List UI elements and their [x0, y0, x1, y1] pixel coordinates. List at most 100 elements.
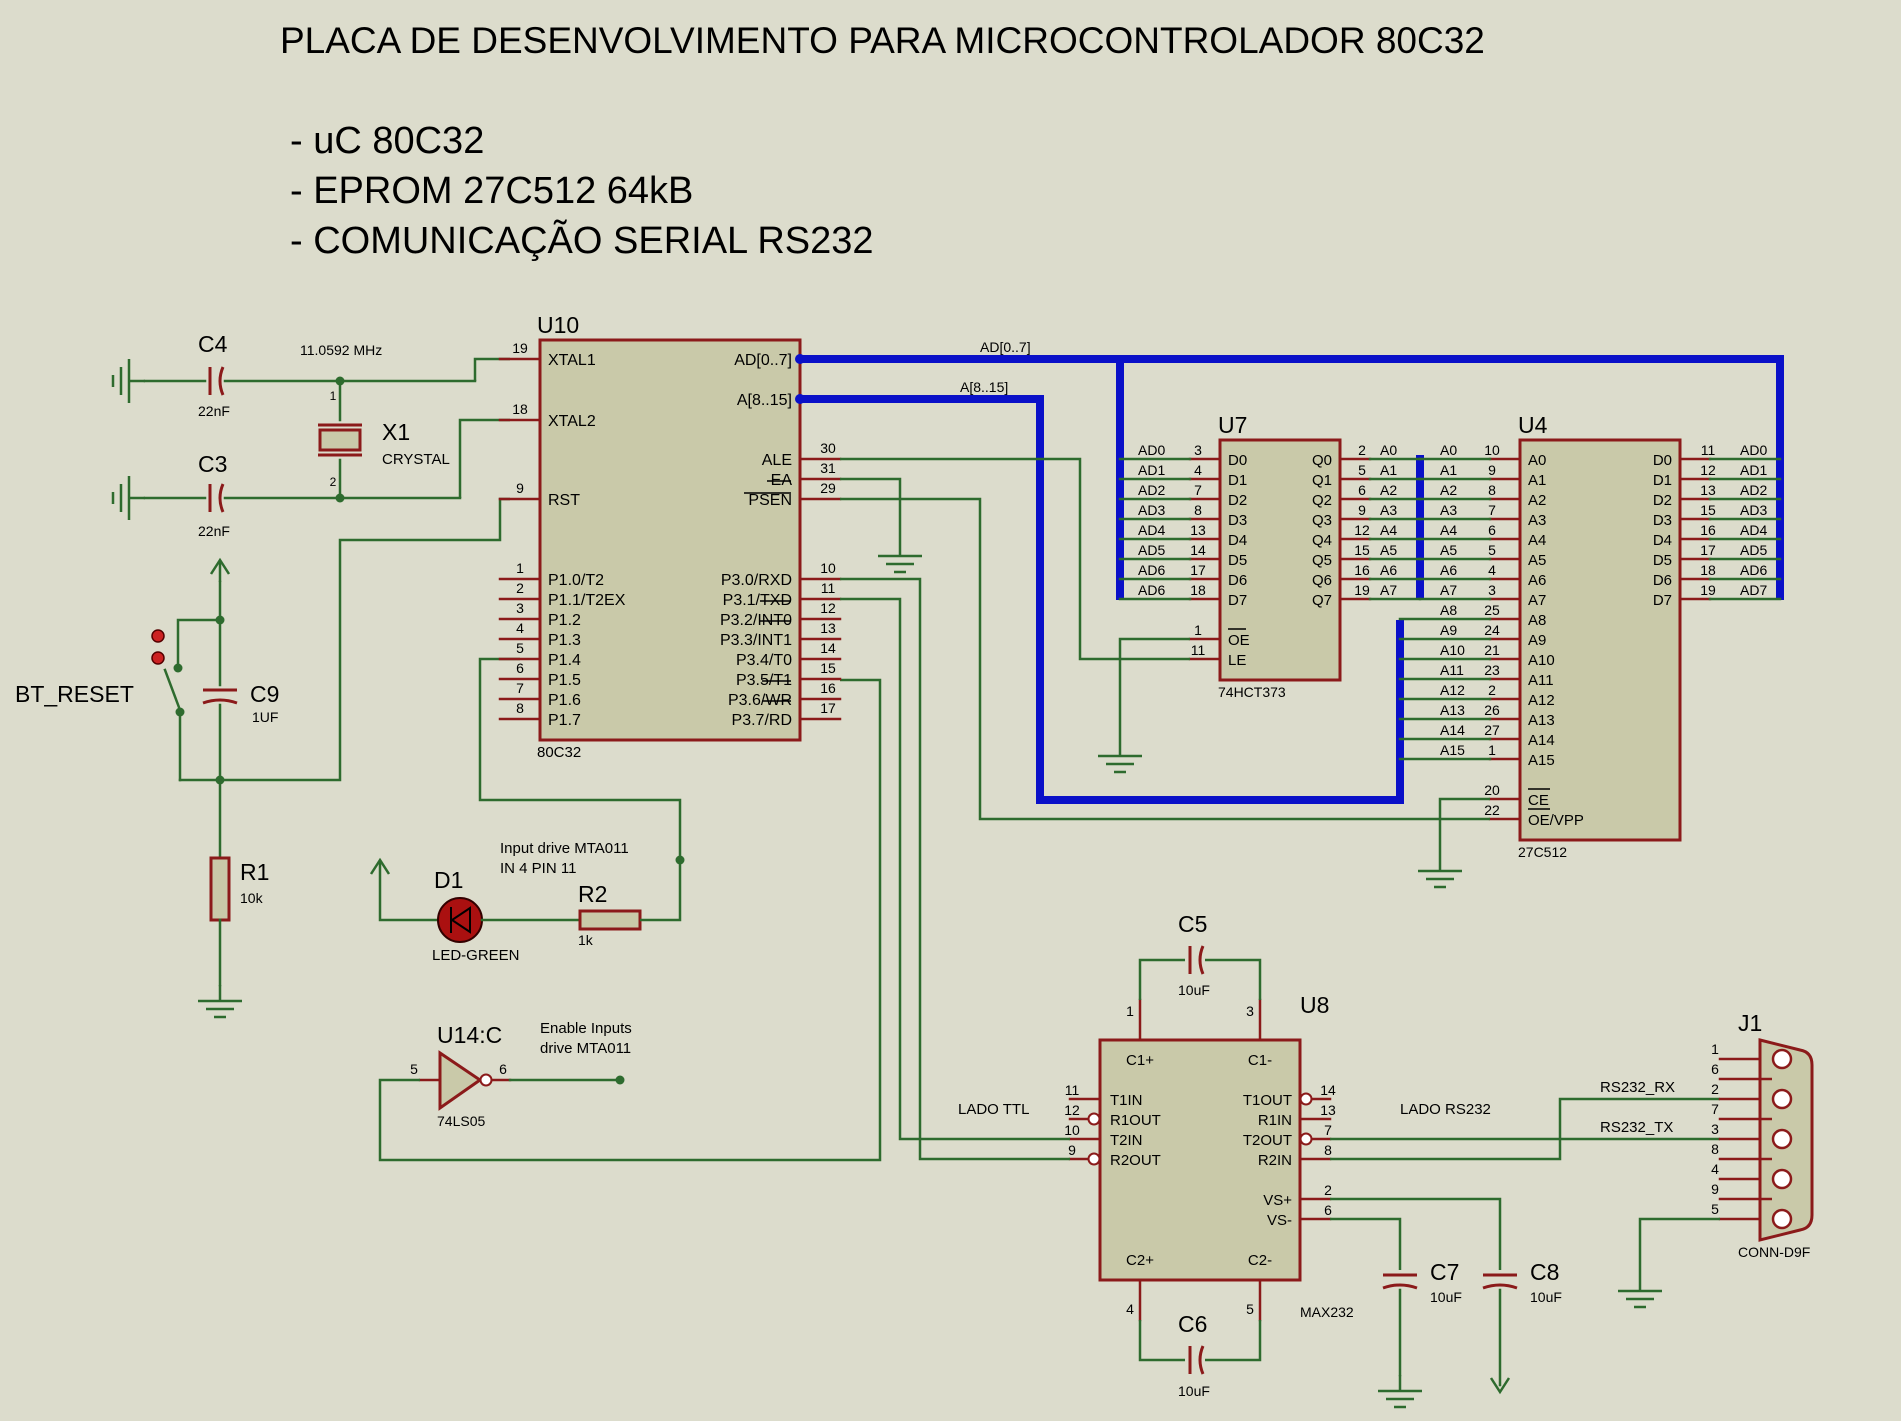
u4-pin-number: 18 [1700, 562, 1716, 578]
u4-pin-label: D4 [1653, 532, 1672, 549]
page-title: PLACA DE DESENVOLVIMENTO PARA MICROCONTR… [280, 20, 1485, 61]
c4-ref: C4 [198, 331, 228, 357]
u10-pin-label: P1.7 [548, 712, 581, 729]
net-label: A4 [1380, 522, 1397, 538]
u10-pin-number: 8 [516, 700, 524, 716]
ground-icon [1378, 1375, 1422, 1409]
u8-pin-label: T1OUT [1243, 1092, 1292, 1109]
u4-pin-number: 3 [1488, 582, 1496, 598]
u10-pin-number: 6 [516, 660, 524, 676]
inverter-bubble [1299, 1092, 1313, 1106]
u7-pin-number: 13 [1190, 522, 1206, 538]
x1-ref: X1 [382, 419, 410, 445]
u10-pin-number: 17 [820, 700, 836, 716]
c4-value: 22nF [198, 403, 230, 419]
j1-pin-number: 7 [1711, 1101, 1719, 1117]
u7-pin-label: Q4 [1312, 532, 1332, 549]
u8-pin-number: 12 [1064, 1102, 1080, 1118]
u8-pin-number: 9 [1068, 1142, 1076, 1158]
u14-pin-out: 6 [499, 1061, 507, 1077]
u10-pin-number: 16 [820, 680, 836, 696]
u10-pin-number: 9 [516, 480, 524, 496]
u10-pin-number: 13 [820, 620, 836, 636]
wire [473, 357, 510, 381]
u4-pin-label: A5 [1528, 552, 1546, 569]
u4-pin-number: 12 [1700, 462, 1716, 478]
u7-pin-label: D1 [1228, 472, 1247, 489]
c5-value: 10uF [1178, 982, 1210, 998]
u10-pin-label: PSEN [748, 492, 792, 509]
u8-pin-label: VS- [1267, 1212, 1292, 1229]
u4-pin-label: A15 [1528, 752, 1555, 769]
u7-pin-label: D5 [1228, 552, 1247, 569]
j1-pin-number: 9 [1711, 1181, 1719, 1197]
u7-pin-number: 8 [1194, 502, 1202, 518]
u4-pin-label: A11 [1528, 672, 1554, 689]
u7-pin-label: LE [1228, 652, 1246, 669]
u4-pin-number: 27 [1484, 722, 1500, 738]
capacitor-c9 [202, 688, 238, 705]
net-label: AD2 [1138, 482, 1165, 498]
net-label: AD2 [1740, 482, 1767, 498]
u8-pin-number: 4 [1126, 1301, 1134, 1317]
terminal-dot [615, 1075, 625, 1085]
bullet-cpu: - uC 80C32 [290, 120, 485, 162]
u7-pin-label: D3 [1228, 512, 1247, 529]
net-label: AD3 [1740, 502, 1767, 518]
d1-ref: D1 [434, 867, 463, 893]
c7-ref: C7 [1430, 1259, 1459, 1285]
u10-pin-label: ALE [762, 452, 792, 469]
inverter-bubble [1299, 1132, 1313, 1146]
wire [478, 657, 682, 860]
u4-pin-number: 11 [1701, 442, 1716, 458]
inverter-bubble [479, 1073, 493, 1087]
wire [1118, 637, 1190, 740]
u8-pin-number: 2 [1324, 1182, 1332, 1198]
net-label: AD6 [1740, 562, 1767, 578]
u4-pin-number: 10 [1484, 442, 1500, 458]
u8-pin-number: 1 [1126, 1003, 1134, 1019]
net-label: AD6 [1138, 562, 1165, 578]
u8-pin-number: 8 [1324, 1142, 1332, 1158]
negative-supply-arrow-icon [1489, 1377, 1511, 1395]
u8-pin-label: C1+ [1126, 1052, 1154, 1069]
capacitor-c3 [208, 483, 225, 513]
u7-pin-label: Q5 [1312, 552, 1332, 569]
lado-ttl-label: LADO TTL [958, 1101, 1029, 1118]
c9-ref: C9 [250, 681, 279, 707]
u4-pin-number: 16 [1700, 522, 1716, 538]
bus-ad-label: AD[0..7] [980, 339, 1031, 355]
wire [458, 418, 510, 498]
u14-ref: U14:C [437, 1022, 502, 1048]
switch-blade [163, 668, 182, 712]
net-label: A14 [1440, 722, 1465, 738]
ground-icon [1418, 855, 1462, 889]
net-label: AD3 [1138, 502, 1165, 518]
reset-button-icon [151, 651, 165, 665]
u4-pin-label: OE/VPP [1528, 812, 1584, 829]
lado-rs232-label: LADO RS232 [1400, 1101, 1491, 1118]
j1-pin-number: 5 [1711, 1201, 1719, 1217]
u8-pin-label: R1IN [1258, 1112, 1292, 1129]
u10-pin-label: XTAL1 [548, 352, 596, 369]
u8-pin-number: 11 [1065, 1082, 1080, 1098]
u10-pin-label: P3.3/INT1 [720, 632, 792, 649]
u8-pin-label: T1IN [1110, 1092, 1143, 1109]
u7-pin-number: 5 [1358, 462, 1366, 478]
u4-pin-label: D1 [1653, 472, 1672, 489]
u7-pin-label: Q3 [1312, 512, 1332, 529]
ground-icon [111, 476, 145, 520]
u8-pin-number: 6 [1324, 1202, 1332, 1218]
j1-ref: J1 [1738, 1010, 1762, 1036]
u4-pin-number: 13 [1700, 482, 1716, 498]
inverter-u14c [438, 1050, 483, 1111]
u4-pin-label: D7 [1653, 592, 1672, 609]
u10-pin-label: P3.1/TXD [723, 592, 792, 609]
u10-ref: U10 [537, 312, 579, 338]
u7-pin-number: 16 [1354, 562, 1370, 578]
wire [1438, 797, 1490, 855]
net-label: AD6 [1138, 582, 1165, 598]
u7-pin-number: 14 [1190, 542, 1206, 558]
u8-pin-number: 13 [1320, 1102, 1336, 1118]
